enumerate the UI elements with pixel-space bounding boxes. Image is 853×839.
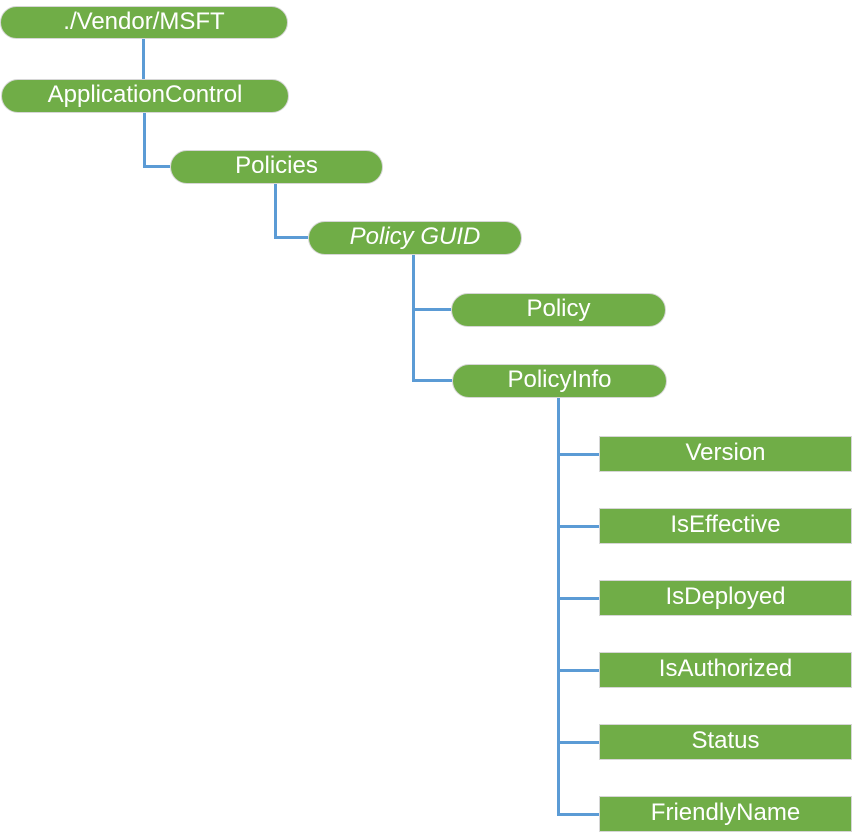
connector-policyguid-trunk: [412, 255, 415, 382]
connector-policyinfo-to-friendlyname: [557, 813, 599, 816]
node-policyinfo: PolicyInfo: [452, 364, 667, 398]
connector-appcontrol-to-policies-vertical: [143, 113, 146, 168]
node-status: Status: [599, 724, 852, 760]
connector-policies-to-policyguid-vertical: [274, 184, 277, 239]
connector-policyinfo-to-iseffective: [557, 525, 599, 528]
node-policies: Policies: [170, 150, 383, 184]
node-policy: Policy: [451, 293, 666, 327]
node-applicationcontrol: ApplicationControl: [1, 79, 289, 113]
node-policy-guid: Policy GUID: [308, 221, 522, 255]
connector-policyguid-to-policyinfo: [412, 379, 452, 382]
node-isdeployed: IsDeployed: [599, 580, 852, 616]
node-version: Version: [599, 436, 852, 472]
connector-policyinfo-to-status: [557, 741, 599, 744]
connector-appcontrol-to-policies-horizontal: [143, 165, 170, 168]
node-iseffective: IsEffective: [599, 508, 852, 544]
connector-policies-to-policyguid-horizontal: [274, 236, 308, 239]
connector-policyinfo-to-version: [557, 453, 599, 456]
node-friendlyname: FriendlyName: [599, 796, 852, 832]
connector-policyguid-to-policy: [412, 308, 451, 311]
node-isauthorized: IsAuthorized: [599, 652, 852, 688]
connector-policyinfo-to-isdeployed: [557, 597, 599, 600]
connector-vendor-to-appcontrol: [142, 39, 145, 79]
connector-policyinfo-trunk: [557, 398, 560, 815]
node-vendor-msft: ./Vendor/MSFT: [0, 6, 288, 39]
connector-policyinfo-to-isauthorized: [557, 669, 599, 672]
